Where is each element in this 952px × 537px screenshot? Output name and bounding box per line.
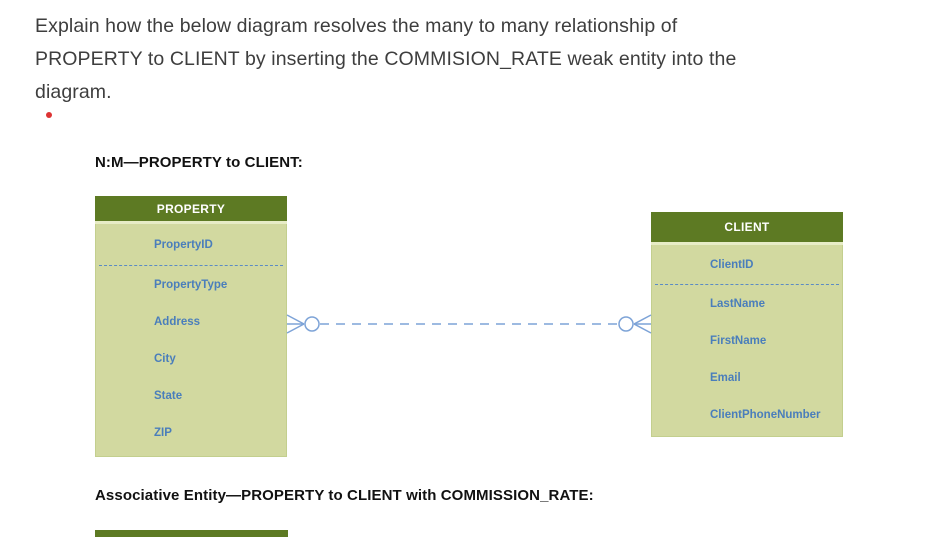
property-attribute: ZIP	[154, 426, 172, 439]
client-attribute: FirstName	[710, 334, 767, 347]
property-entity-title: PROPERTY	[95, 196, 287, 221]
many-to-many-relationship-connector	[286, 314, 652, 334]
property-attribute: State	[154, 389, 183, 402]
property-primary-key: PropertyID	[154, 238, 213, 251]
crow-foot-left-icon	[286, 314, 305, 334]
question-line: diagram.	[35, 81, 112, 103]
question-line: Explain how the below diagram resolves t…	[35, 15, 678, 37]
client-primary-key: ClientID	[710, 258, 754, 271]
client-entity-title: CLIENT	[651, 212, 843, 242]
client-attribute: ClientPhoneNumber	[710, 408, 821, 421]
red-bullet-marker	[46, 112, 52, 118]
entity-header-divider	[95, 221, 287, 224]
optional-circle-right-icon	[618, 316, 634, 332]
property-attribute: City	[154, 352, 176, 365]
primary-key-separator	[99, 265, 283, 266]
property-attribute-list: PropertyID PropertyType Address City Sta…	[95, 224, 287, 457]
crow-foot-right-icon	[633, 314, 652, 334]
optional-circle-left-icon	[304, 316, 320, 332]
primary-key-separator	[655, 284, 839, 285]
question-text: Explain how the below diagram resolves t…	[35, 10, 915, 109]
entity-header-divider	[651, 242, 843, 245]
nm-heading: N:M—PROPERTY to CLIENT:	[95, 154, 303, 171]
client-attribute: LastName	[710, 297, 765, 310]
property-entity: PROPERTY PropertyID PropertyType Address…	[95, 196, 287, 457]
client-attribute-list: ClientID LastName FirstName Email Client…	[651, 245, 843, 437]
property-attribute: Address	[154, 315, 201, 328]
property-attribute: PropertyType	[154, 278, 228, 291]
question-line: PROPERTY to CLIENT by inserting the COMM…	[35, 48, 737, 70]
associative-entity-heading: Associative Entity—PROPERTY to CLIENT wi…	[95, 487, 594, 504]
client-entity: CLIENT ClientID LastName FirstName Email…	[651, 212, 843, 437]
partial-entity-header-bar	[95, 530, 288, 537]
client-attribute: Email	[710, 371, 741, 384]
